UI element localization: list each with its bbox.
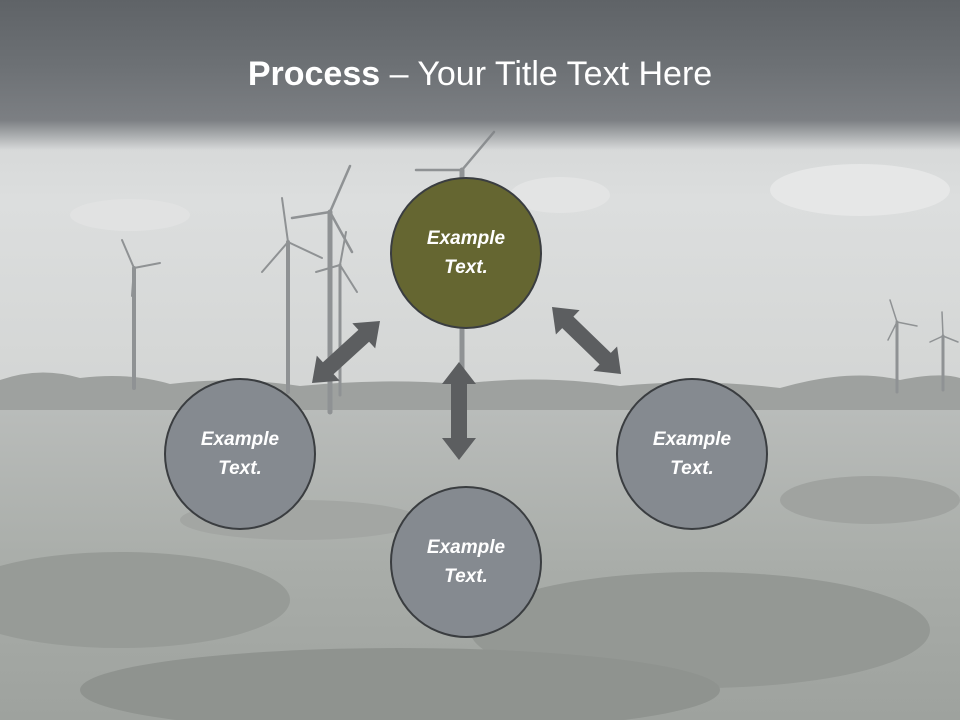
cloud [70, 199, 190, 231]
wind-turbine-icon [121, 239, 161, 390]
node-top-text: Example Text. [426, 228, 506, 278]
node-left-text: Example Text. [200, 429, 280, 479]
title-bold: Process [247, 55, 381, 93]
node-bottom-text: Example Text. [426, 537, 506, 587]
node-right-text: Example Text. [652, 429, 732, 479]
node-left[interactable]: Example Text. [164, 378, 316, 530]
cloud [510, 177, 610, 213]
cloud [770, 164, 950, 216]
shrub [780, 476, 960, 524]
node-right[interactable]: Example Text. [616, 378, 768, 530]
slide-title: Process – Your Title Text Here [0, 52, 960, 96]
title-band [0, 0, 960, 150]
title-rest: – Your Title Text Here [380, 55, 713, 93]
shrub [0, 552, 290, 648]
shrub [80, 648, 720, 720]
wind-turbine-icon [887, 299, 959, 394]
wind-turbine-icon [261, 197, 323, 394]
node-top[interactable]: Example Text. [390, 177, 542, 329]
node-bottom[interactable]: Example Text. [390, 486, 542, 638]
